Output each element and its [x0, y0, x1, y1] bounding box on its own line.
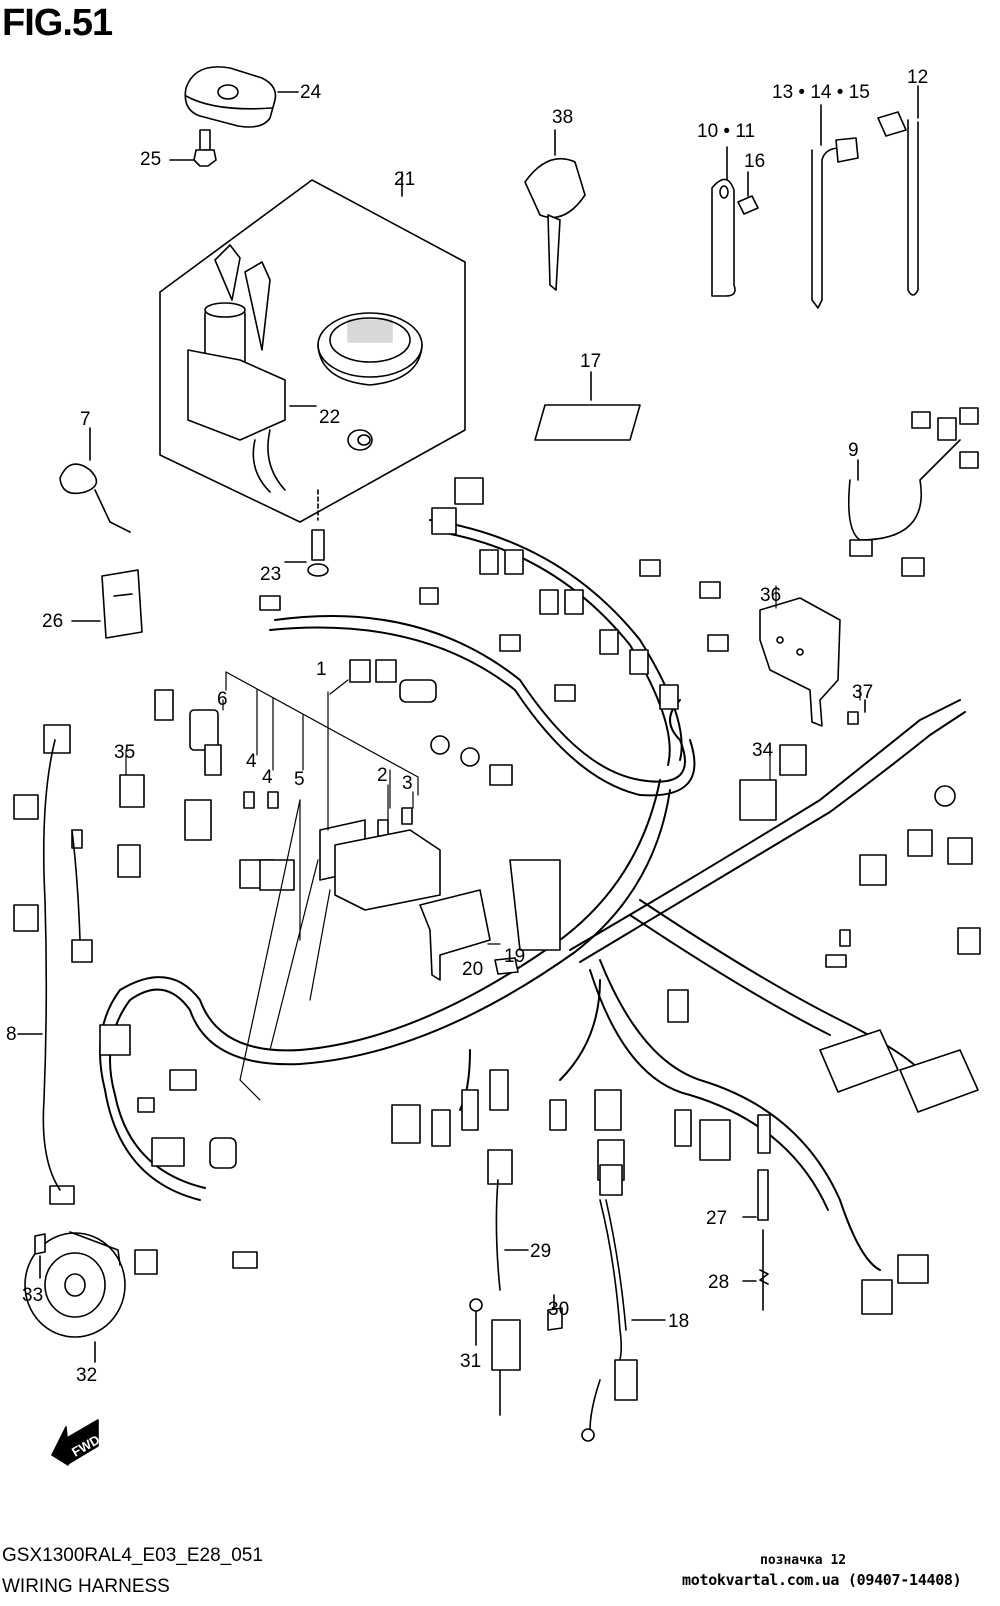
switch-29-31 — [469, 1179, 563, 1416]
callout-3[interactable]: 3 — [402, 773, 413, 794]
callout-10-11[interactable]: 10 • 11 — [697, 121, 756, 142]
callout-16[interactable]: 16 — [744, 151, 766, 172]
sub-harness-9 — [847, 407, 979, 577]
model-code: GSX1300RAL4_E03_E28_051 — [2, 1545, 263, 1566]
pad-17 — [534, 371, 641, 441]
callout-8[interactable]: 8 — [6, 1024, 17, 1045]
callout-5[interactable]: 5 — [294, 769, 305, 790]
lead-wire-12 — [877, 85, 919, 296]
callout-34[interactable]: 34 — [752, 740, 774, 761]
callout-4b[interactable]: 4 — [262, 767, 273, 788]
lead-18 — [581, 1199, 666, 1442]
callout-25[interactable]: 25 — [140, 149, 162, 170]
callout-9[interactable]: 9 — [848, 440, 859, 461]
callout-36[interactable]: 36 — [760, 585, 782, 606]
callout-1[interactable]: 1 — [316, 659, 327, 680]
watermark-line2: motokvartal.com.ua (09407-14408) — [682, 1571, 962, 1589]
callout-33[interactable]: 33 — [22, 1285, 44, 1306]
callout-12[interactable]: 12 — [907, 67, 929, 88]
callout-29[interactable]: 29 — [530, 1241, 552, 1262]
callout-21[interactable]: 21 — [394, 169, 416, 190]
forward-arrow-icon: FWD — [51, 1419, 102, 1466]
callout-13-14-15[interactable]: 13 • 14 • 15 — [772, 82, 870, 103]
ignition-set-box — [159, 171, 466, 523]
lead-wire-13-14-15 — [811, 104, 859, 309]
bracket-36 — [759, 597, 866, 727]
sensor-27-28 — [742, 1169, 769, 1311]
callout-22[interactable]: 22 — [319, 407, 341, 428]
fuse-leaders — [225, 671, 419, 1101]
screw-23 — [284, 529, 329, 577]
callout-2[interactable]: 2 — [377, 765, 388, 786]
horn-32 — [24, 1231, 126, 1363]
callout-23[interactable]: 23 — [260, 564, 282, 585]
callout-31[interactable]: 31 — [460, 1351, 482, 1372]
watermark-line1: позначка 12 — [760, 1553, 847, 1568]
callout-38[interactable]: 38 — [552, 107, 574, 128]
callout-37[interactable]: 37 — [852, 682, 874, 703]
lead-8 — [17, 739, 81, 1191]
key-cover-cap — [184, 66, 299, 128]
callout-24[interactable]: 24 — [300, 82, 322, 103]
figure-title: FIG.51 — [2, 2, 113, 44]
figure-name: WIRING HARNESS — [2, 1576, 170, 1597]
callout-19[interactable]: 19 — [504, 946, 526, 967]
callout-32[interactable]: 32 — [76, 1365, 98, 1386]
callout-17[interactable]: 17 — [580, 351, 602, 372]
callout-7[interactable]: 7 — [80, 409, 91, 430]
main-harness — [99, 519, 966, 1271]
bolt-25 — [169, 129, 217, 167]
key-38 — [524, 129, 586, 291]
callout-leaders — [125, 585, 861, 945]
harness-connectors — [13, 477, 981, 1315]
spring-7 — [59, 427, 131, 533]
callout-6[interactable]: 6 — [217, 689, 228, 710]
callout-30[interactable]: 30 — [548, 1299, 570, 1320]
callout-35[interactable]: 35 — [114, 742, 136, 763]
callout-26[interactable]: 26 — [42, 611, 64, 632]
bracket-10-11 — [711, 146, 759, 297]
callout-18[interactable]: 18 — [668, 1311, 690, 1332]
callout-20[interactable]: 20 — [462, 959, 484, 980]
callout-28[interactable]: 28 — [708, 1272, 730, 1293]
boot-26 — [71, 569, 143, 639]
callout-27[interactable]: 27 — [706, 1208, 728, 1229]
callout-4a[interactable]: 4 — [246, 751, 257, 772]
